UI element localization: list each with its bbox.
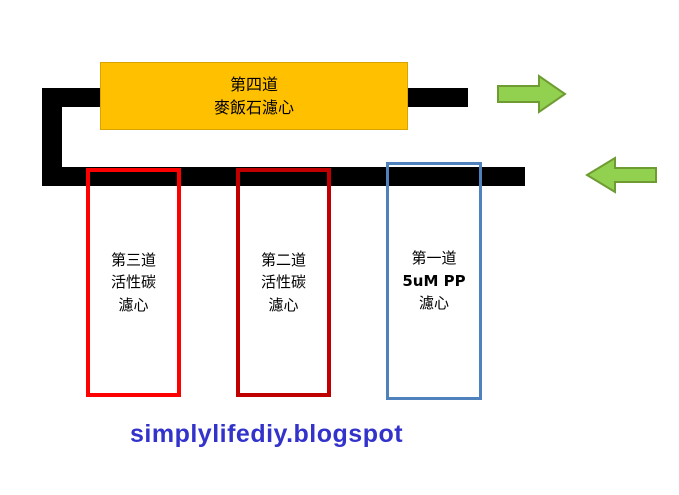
- stage2-label-line3: 濾心: [268, 295, 299, 314]
- stage2-label-line2: 活性碳: [260, 273, 306, 292]
- flow-out-right-arrow-icon: [497, 74, 567, 114]
- stage1-label-line2: 5uM PP: [402, 271, 466, 290]
- stage3-filter-box: 第三道 活性碳 濾心: [86, 168, 181, 397]
- stage3-label-line1: 第三道: [110, 250, 156, 269]
- flow-in-left-arrow-icon: [584, 156, 657, 194]
- stage4-label-line2: 麥飯石濾心: [213, 98, 294, 117]
- stage3-label-line2: 活性碳: [110, 273, 156, 292]
- stage4-filter-box: 第四道 麥飯石濾心: [100, 62, 408, 130]
- stage1-label-line1: 第一道: [411, 249, 457, 268]
- stage1-label-line3: 濾心: [418, 294, 449, 313]
- stage3-label-line3: 濾心: [118, 295, 149, 314]
- stage4-label-line1: 第四道: [229, 74, 278, 94]
- stage1-filter-box: 第一道 5uM PP 濾心: [386, 162, 482, 400]
- watermark-text: simplylifediy.blogspot: [130, 420, 404, 448]
- pipe-left-vertical: [42, 88, 62, 186]
- stage2-filter-box: 第二道 活性碳 濾心: [236, 168, 331, 397]
- stage2-label-line1: 第二道: [260, 250, 306, 269]
